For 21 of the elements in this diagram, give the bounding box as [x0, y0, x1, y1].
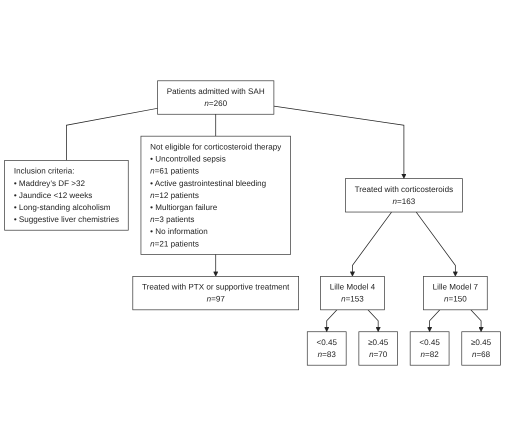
arrow	[368, 309, 381, 332]
arrow	[324, 309, 338, 332]
node-box: Inclusion criteria: • Maddrey’s DF >32 • Jaundice <12 weeks • Long-standing alcoholism • Suggestive liver chemistries	[4, 160, 129, 231]
node-box: Lille Model 7 n=150	[423, 276, 488, 310]
node-box: <0.45 n=82	[410, 331, 450, 366]
node-box: Treated with PTX or supportive treatment n=97	[132, 276, 299, 310]
node-box: Patients admitted with SAH n=260	[157, 80, 274, 115]
arrow	[213, 254, 218, 277]
connector	[66, 108, 158, 161]
node-box: Not eligible for corticosteroid therapy • Uncontrolled sepsis n=61 patients • Active gastrointestinal bleeding n=12 patients • Multiorgan failure n=3 patients • No information n=21 patients	[140, 136, 291, 255]
node-box: ≥0.45 n=70	[358, 331, 398, 366]
arrow	[274, 106, 406, 179]
node-box: ≥0.45 n=68	[461, 331, 501, 366]
arrow	[427, 309, 440, 332]
node-box: Lille Model 4 n=153	[320, 276, 385, 310]
connector	[215, 114, 216, 137]
arrow	[350, 212, 392, 277]
arrow	[470, 309, 484, 332]
arrow	[416, 212, 458, 277]
node-box: Treated with corticosteroids n=163	[345, 178, 463, 212]
node-box: <0.45 n=83	[306, 331, 347, 366]
